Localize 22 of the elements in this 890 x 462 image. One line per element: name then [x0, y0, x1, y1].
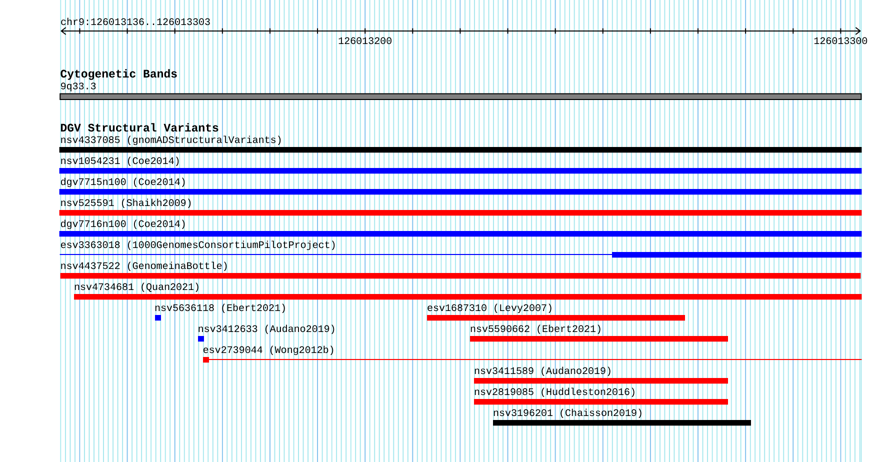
- variant-label: nsv5636118 (Ebert2021): [155, 304, 285, 314]
- variant-label: dgv7715n100 (Coe2014): [60, 178, 185, 188]
- variant-label: nsv525591 (Shaikh2009): [61, 198, 191, 208]
- variant-label: nsv4437522 (GenomeinaBottle): [61, 262, 227, 272]
- variant-label: nsv5590662 (Ebert2021): [470, 324, 600, 334]
- band-label: 9q33.3: [61, 82, 96, 92]
- track-heading: Cytogenetic Bands: [60, 69, 177, 80]
- variant-label: esv3363018 (1000GenomesConsortiumPilotProject): [60, 240, 335, 250]
- variant-label: esv1687310 (Levy2007): [428, 304, 552, 314]
- variant-label: nsv2819085 (Huddleston2016): [474, 388, 634, 398]
- variant-label: nsv3412633 (Audano2019): [198, 324, 334, 334]
- variant-label: nsv3411589 (Audano2019): [474, 366, 610, 376]
- tick-label: 126013300: [814, 37, 868, 44]
- tick-label: 126013200: [338, 37, 392, 44]
- track-heading: DGV Structural Variants: [60, 123, 218, 132]
- variant-label: nsv4337085 (gnomADStructuralVariants): [61, 136, 281, 146]
- variant-label: nsv3196201 (Chaisson2019): [494, 408, 642, 418]
- variant-label: esv2739044 (Wong2012b): [203, 346, 334, 356]
- coordinate-label: chr9:126013136..126013303: [61, 18, 210, 26]
- variant-label: nsv1054231 (Coe2014): [61, 156, 179, 166]
- variant-label: nsv4734681 (Quan2021): [74, 282, 198, 292]
- variant-label: dgv7716n100 (Coe2014): [60, 220, 185, 230]
